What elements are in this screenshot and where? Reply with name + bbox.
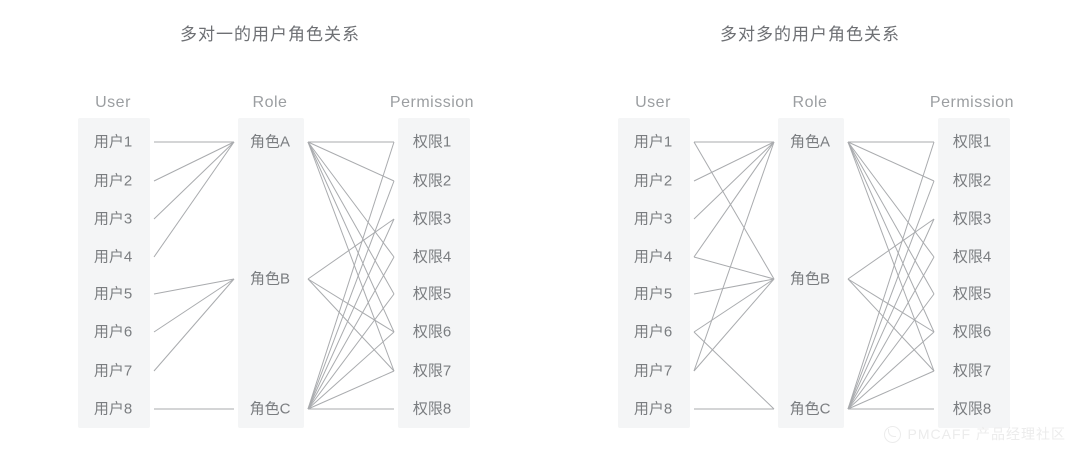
node-user-7: 用户7 [93, 362, 133, 380]
column-band-user [618, 118, 690, 428]
node-permission-8: 权限8 [412, 400, 452, 418]
column-header-permission: Permission [929, 94, 1015, 111]
node-permission-1: 权限1 [952, 133, 992, 151]
link-user-role [154, 142, 234, 257]
node-user-3: 用户3 [633, 210, 673, 228]
node-user-6: 用户6 [633, 323, 673, 341]
node-user-4: 用户4 [633, 248, 673, 266]
link-role-permission [308, 294, 394, 409]
link-role-permission [308, 219, 394, 409]
panel-title: 多对多的用户角色关系 [720, 25, 900, 44]
node-user-2: 用户2 [93, 172, 133, 190]
node-role-1: 角色A [789, 133, 830, 151]
column-header-user: User [635, 94, 671, 111]
node-permission-6: 权限6 [412, 323, 452, 341]
node-permission-3: 权限3 [952, 210, 992, 228]
pmcaff-logo-icon [883, 425, 901, 443]
node-user-8: 用户8 [633, 400, 673, 418]
panel-many-to-one: 多对一的用户角色关系 User 用户1 用户2 用户3 用户4 用户5 用户6 用户7 用户8 Ro… [78, 25, 475, 428]
link-role-permission [848, 219, 934, 409]
node-user-6: 用户6 [93, 323, 133, 341]
link-role-permission [848, 142, 934, 257]
panel-many-to-many: 多对多的用户角色关系 User 用户1 用户2 用户3 用户4 用户5 用户6 用户7 用户8 Ro… [540, 0, 1080, 454]
node-permission-7: 权限7 [952, 362, 992, 380]
node-permission-3: 权限3 [412, 210, 452, 228]
column-band-permission [398, 118, 470, 428]
node-user-2: 用户2 [633, 172, 673, 190]
node-permission-5: 权限5 [412, 285, 452, 303]
node-permission-1: 权限1 [412, 133, 452, 151]
watermark: PMCAFF 产品经理社区 [883, 424, 1066, 444]
column-band-role [778, 118, 844, 428]
node-permission-2: 权限2 [952, 172, 992, 190]
column-header-role: Role [792, 94, 828, 111]
node-user-5: 用户5 [93, 285, 133, 303]
column-band-permission [938, 118, 1010, 428]
node-role-3: 角色C [249, 400, 291, 418]
node-role-1: 角色A [249, 133, 290, 151]
link-user-role [694, 142, 774, 257]
link-role-permission [848, 142, 934, 332]
node-user-8: 用户8 [93, 400, 133, 418]
column-header-permission: Permission [389, 94, 475, 111]
node-permission-8: 权限8 [952, 400, 992, 418]
node-user-1: 用户1 [633, 133, 673, 151]
node-user-4: 用户4 [93, 248, 133, 266]
column-band-role [238, 118, 304, 428]
node-role-2: 角色B [249, 270, 290, 288]
node-user-7: 用户7 [633, 362, 673, 380]
link-role-permission [308, 142, 394, 257]
column-header-user: User [95, 94, 131, 111]
node-user-1: 用户1 [93, 133, 133, 151]
node-permission-4: 权限4 [952, 248, 992, 266]
link-role-permission [308, 142, 394, 332]
node-user-5: 用户5 [633, 285, 673, 303]
node-user-3: 用户3 [93, 210, 133, 228]
node-permission-4: 权限4 [412, 248, 452, 266]
node-role-2: 角色B [789, 270, 830, 288]
column-header-role: Role [252, 94, 288, 111]
node-permission-2: 权限2 [412, 172, 452, 190]
watermark-text: PMCAFF 产品经理社区 [907, 426, 1066, 442]
node-permission-5: 权限5 [952, 285, 992, 303]
node-permission-6: 权限6 [952, 323, 992, 341]
node-permission-7: 权限7 [412, 362, 452, 380]
panel-title: 多对一的用户角色关系 [180, 25, 360, 44]
column-band-user [78, 118, 150, 428]
link-role-permission [848, 294, 934, 409]
node-role-3: 角色C [789, 400, 831, 418]
